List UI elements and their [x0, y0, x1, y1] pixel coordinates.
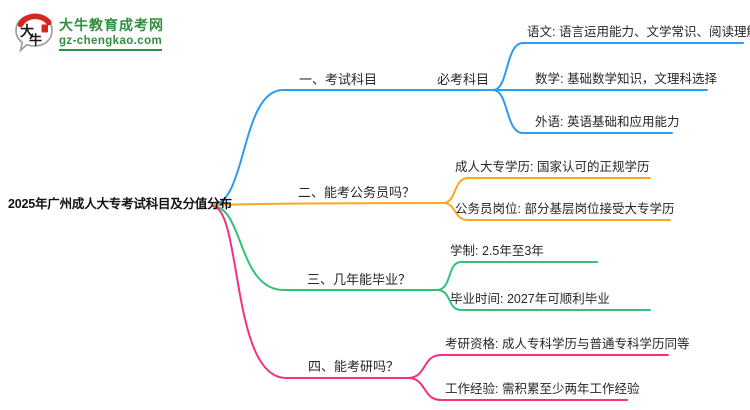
branch-4-leaf-experience: 工作经验: 需积累至少两年工作经验 — [445, 382, 640, 396]
branch-1-leaf-chinese: 语文: 语言运用能力、文学常识、阅读理解 — [527, 25, 750, 39]
branch-3-leaf-graduation: 毕业时间: 2027年可顺利毕业 — [450, 292, 610, 306]
branch-3-leaf-duration: 学制: 2.5年至3年 — [450, 244, 544, 258]
branch-1-connector — [212, 42, 744, 206]
logo-char-bottom: 牛 — [29, 33, 42, 48]
branch-4-topic: 四、能考研吗？ — [308, 359, 400, 374]
branch-3-connector — [212, 205, 651, 311]
branch-4-leaf-qualification: 考研资格: 成人专科学历与普通专科学历同等 — [445, 337, 690, 351]
branch-2-leaf-positions: 公务员岗位: 部分基层岗位接受大专学历 — [455, 202, 675, 216]
branch-1-topic: 一、考试科目 — [299, 72, 378, 87]
branch-2-topic: 二、能考公务员吗？ — [298, 185, 416, 200]
branch-2-connector — [212, 177, 671, 221]
branch-1-leaf-english: 外语: 英语基础和应用能力 — [535, 115, 680, 129]
site-url: gz-chengkao.com — [59, 34, 163, 51]
branch-1-subtopic: 必考科目 — [437, 72, 490, 87]
site-logo: 大 牛 大牛教育成考网 gz-chengkao.com — [13, 11, 164, 57]
root-topic: 2025年广州成人大专考试科目及分值分布 — [8, 197, 232, 211]
branch-3-topic: 三、几年能毕业？ — [307, 272, 412, 287]
logo-char-top: 大 — [20, 23, 34, 39]
site-name: 大牛教育成考网 — [59, 17, 164, 33]
logo-bull-icon: 大 牛 — [15, 13, 53, 53]
branch-4-connector — [212, 205, 669, 401]
branch-1-leaf-math: 数学: 基础数学知识，文理科选择 — [535, 72, 717, 86]
branch-2-leaf-diploma: 成人大专学历: 国家认可的正规学历 — [455, 160, 650, 174]
